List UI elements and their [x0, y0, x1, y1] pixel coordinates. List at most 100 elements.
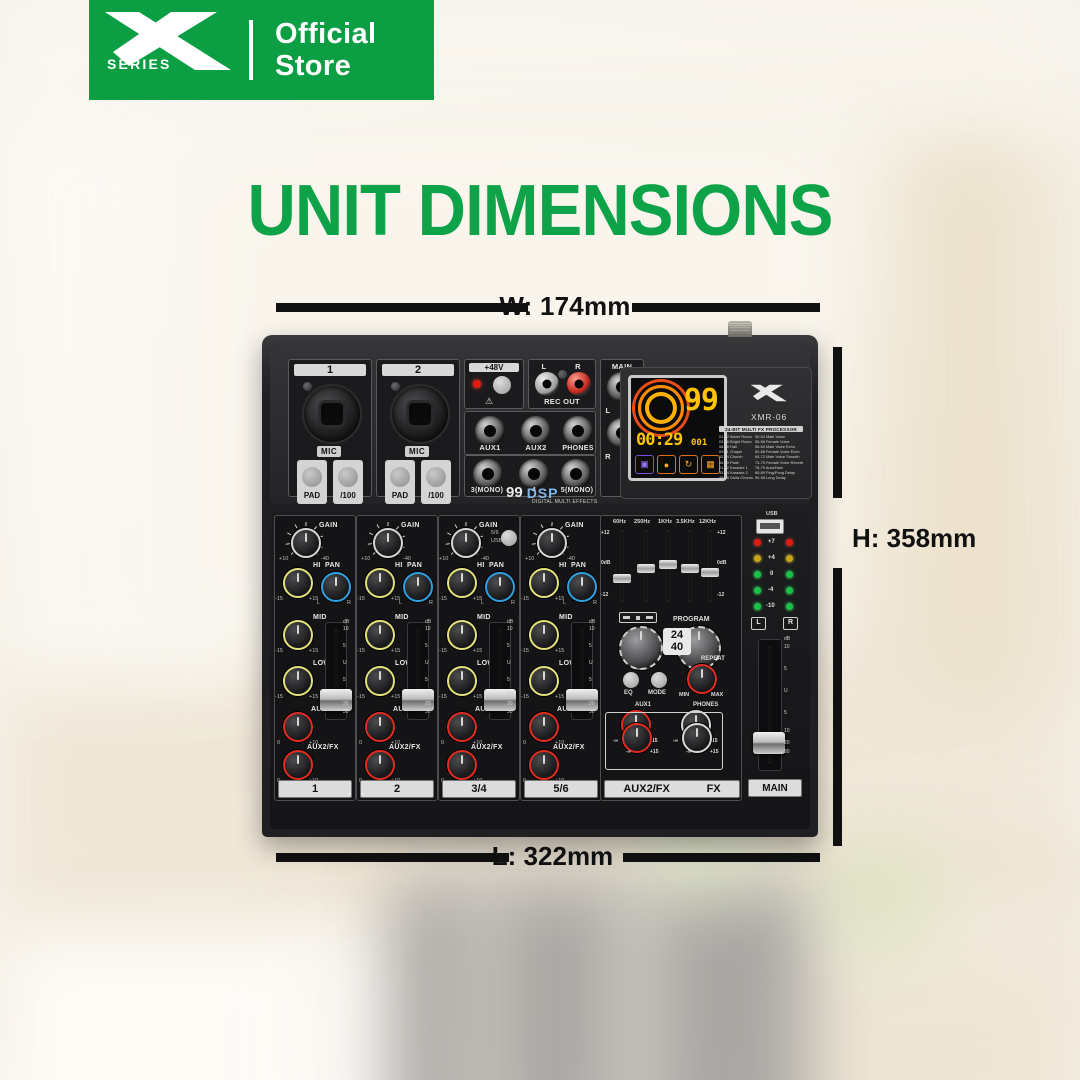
mid-max-1: +15 [309, 648, 319, 654]
hi-eq-knob-2[interactable] [365, 568, 395, 598]
gain-min-3-4: +10 [439, 556, 449, 562]
hi-max-2: +15 [391, 596, 401, 602]
pan-knob-1[interactable] [321, 572, 351, 602]
usb-port[interactable] [756, 519, 784, 534]
meter-led-left-plus7 [754, 539, 761, 546]
input-group-channel-1: 1 MIC PAD /100 [288, 359, 372, 504]
channel-label-5-6: 5/6 [524, 780, 598, 798]
xlr-combo-jack-2[interactable] [390, 384, 450, 444]
eq-fader-1khz[interactable] [659, 530, 677, 602]
product-x-logo [741, 380, 797, 411]
gain-knob-5-6[interactable] [537, 528, 567, 558]
lcd-preset-number: 99 [683, 383, 719, 418]
aux2-output-jack[interactable] [521, 416, 551, 446]
mid-label-5-6: MID [559, 614, 573, 621]
fader-cap[interactable] [484, 689, 516, 711]
fx-list-item: 65-72 Male Voice Smooth [754, 454, 800, 460]
channel-fader-1[interactable] [320, 622, 352, 720]
height-dimension-label: H: 358mm [852, 523, 977, 553]
usb-source-button[interactable] [501, 530, 517, 546]
eq-fader-12khz[interactable] [701, 530, 719, 602]
eq-mid-scale-right: 0dB [717, 560, 727, 566]
hi-max-1: +15 [309, 596, 319, 602]
mid-eq-knob-3-4[interactable] [447, 620, 477, 650]
transport-select-knob[interactable] [619, 626, 663, 670]
fader-cap[interactable] [402, 689, 434, 711]
meter-label-plus7: +7 [768, 539, 775, 545]
gain-knob-1[interactable] [291, 528, 321, 558]
main-fader[interactable] [753, 639, 785, 771]
meter-led-right-minus4 [786, 587, 793, 594]
pan-knob-2[interactable] [403, 572, 433, 602]
aux1-knob-1[interactable] [283, 712, 313, 742]
pan-knob-5-6[interactable] [567, 572, 597, 602]
phantom-power-group: +48V ⚠ [464, 359, 524, 409]
hi-eq-knob-3-4[interactable] [447, 568, 477, 598]
gain-knob-2[interactable] [373, 528, 403, 558]
line-input-4-jack[interactable] [519, 459, 549, 489]
low-eq-knob-5-6[interactable] [529, 666, 559, 696]
transport-buttons[interactable] [619, 612, 657, 623]
pan-knob-3-4[interactable] [485, 572, 515, 602]
mid-eq-knob-1[interactable] [283, 620, 313, 650]
rca-jack-left[interactable] [535, 372, 559, 396]
low-eq-knob-1[interactable] [283, 666, 313, 696]
pad-button-label: PAD [391, 491, 409, 500]
hi-eq-knob-1[interactable] [283, 568, 313, 598]
eq-band-label-60hz: 60Hz [613, 519, 627, 525]
lowcut-button-2[interactable]: /100 [421, 460, 451, 504]
pad-button-2[interactable]: PAD [385, 460, 415, 504]
master-bottom-labels: AUX2/FX FX [604, 780, 740, 798]
hi-label-2: HI [395, 562, 403, 569]
low-eq-knob-2[interactable] [365, 666, 395, 696]
mid-eq-knob-5-6[interactable] [529, 620, 559, 650]
phantom-power-button[interactable] [493, 376, 511, 394]
channel-fader-5-6[interactable] [566, 622, 598, 720]
master-fx-knob[interactable] [682, 723, 712, 753]
aux2fx-knob-1[interactable] [283, 750, 313, 780]
lowcut-button-1[interactable]: /100 [333, 460, 363, 504]
phones-output-jack[interactable] [563, 416, 593, 446]
rca-jack-right[interactable] [567, 372, 591, 396]
low-eq-knob-3-4[interactable] [447, 666, 477, 696]
aux1-knob-5-6[interactable] [529, 712, 559, 742]
channel-1-number: 1 [294, 364, 366, 376]
hi-min-1: -15 [275, 596, 283, 602]
eq-fader-3-5khz[interactable] [681, 530, 699, 602]
mid-min-5-6: -15 [521, 648, 529, 654]
line-input-5-jack[interactable] [561, 459, 591, 489]
xlr-combo-jack-1[interactable] [302, 384, 362, 444]
eq-fader-250hz[interactable] [637, 530, 655, 602]
aux2fx-knob-5-6[interactable] [529, 750, 559, 780]
lcd-icon-row: ▣ ● ↻ ▦ [635, 455, 720, 474]
line-input-3-jack[interactable] [473, 459, 503, 489]
channel-fader-3-4[interactable] [484, 622, 516, 720]
lcd-screen: 99 00:29 001 ▣ ● ↻ ▦ [628, 375, 727, 481]
fader-cap[interactable] [320, 689, 352, 711]
eq-fader-60hz[interactable] [613, 530, 631, 602]
mid-eq-knob-2[interactable] [365, 620, 395, 650]
repeat-knob[interactable] [687, 664, 717, 694]
aux2fx-knob-3-4[interactable] [447, 750, 477, 780]
fader-cap[interactable] [753, 732, 785, 754]
pad-button-1[interactable]: PAD [297, 460, 327, 504]
master-aux2fx-knob[interactable] [622, 723, 652, 753]
phones-min: -∞ [673, 738, 679, 744]
hi-eq-knob-5-6[interactable] [529, 568, 559, 598]
width-dimension-label: W: 174mm [499, 291, 631, 321]
gain-knob-3-4[interactable] [451, 528, 481, 558]
fader-cap[interactable] [566, 689, 598, 711]
eq-button[interactable] [623, 672, 639, 688]
aux1-knob-2[interactable] [365, 712, 395, 742]
aux1-knob-3-4[interactable] [447, 712, 477, 742]
fader-slot [416, 629, 420, 713]
repeat-max-label: MAX [711, 692, 724, 698]
mode-button[interactable] [651, 672, 667, 688]
fader-scale-3-4: dB 10 5 U 5 10 20 30 [507, 619, 514, 715]
channel-strip-3-4: GAIN +10 -40 5/6 USB HI -15 +15 PAN L R … [438, 515, 520, 801]
channel-fader-2[interactable] [402, 622, 434, 720]
aux1-output-jack[interactable] [475, 416, 505, 446]
meter-label-zero: 0 [770, 571, 774, 577]
gain-max-2: -40 [403, 556, 411, 562]
aux2fx-knob-2[interactable] [365, 750, 395, 780]
